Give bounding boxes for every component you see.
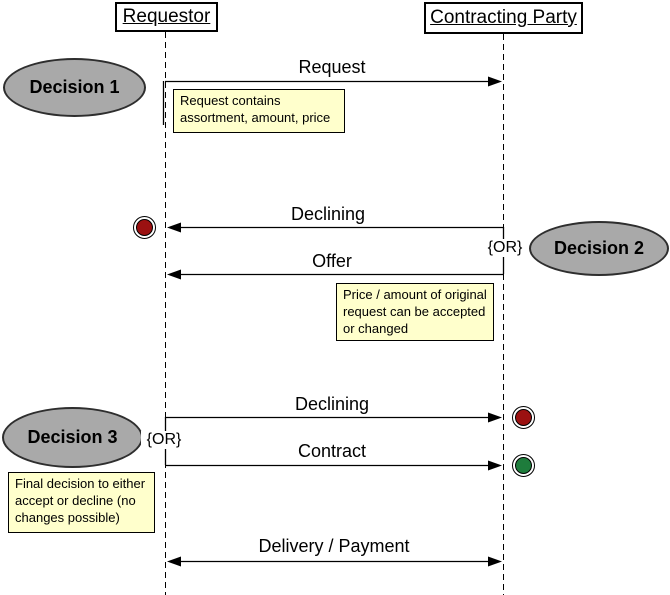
note-offer-details: Price / amount of original request can b… <box>336 283 494 341</box>
decision-1-label: Decision 1 <box>29 77 120 97</box>
message-label-delivery-payment: Delivery / Payment <box>258 536 410 556</box>
note-request-contents: Request contains assortment, amount, pri… <box>173 89 345 133</box>
declining-arrow-1 <box>167 222 503 233</box>
decision-3-ellipse: Decision 3 <box>2 407 143 468</box>
stop-red-dot <box>136 219 153 236</box>
message-label-offer: Offer <box>312 251 352 271</box>
stop-red-contracting-party-icon <box>512 406 535 429</box>
declining-arrow-2 <box>165 412 502 423</box>
request-arrow <box>165 76 502 87</box>
actor-box-contracting-party: Contracting Party <box>424 2 583 34</box>
note-final-decision: Final decision to either accept or decli… <box>8 472 155 533</box>
message-label-request: Request <box>298 57 366 77</box>
message-label-declining-1: Declining <box>290 204 366 224</box>
actor-label-contracting-party: Contracting Party <box>430 7 577 28</box>
stop-red-requestor-icon <box>133 216 156 239</box>
delivery-payment-arrow <box>167 556 502 567</box>
decision-2-ellipse: Decision 2 <box>529 221 669 276</box>
actor-box-requestor: Requestor <box>115 2 218 32</box>
stop-green-contract-icon <box>512 454 535 477</box>
decision-3-label: Decision 3 <box>27 427 118 447</box>
stop-green-dot <box>515 457 532 474</box>
message-label-contract: Contract <box>297 441 367 461</box>
decision-1-ellipse: Decision 1 <box>3 58 146 117</box>
or-label-contracting-party: {OR} <box>482 239 528 257</box>
or-label-requestor: {OR} <box>141 431 187 449</box>
decision-2-label: Decision 2 <box>553 238 645 258</box>
message-label-declining-2: Declining <box>294 394 370 414</box>
contract-arrow <box>165 460 502 471</box>
stop-red-dot <box>515 409 532 426</box>
actor-label-requestor: Requestor <box>122 6 211 27</box>
offer-arrow <box>167 269 503 280</box>
